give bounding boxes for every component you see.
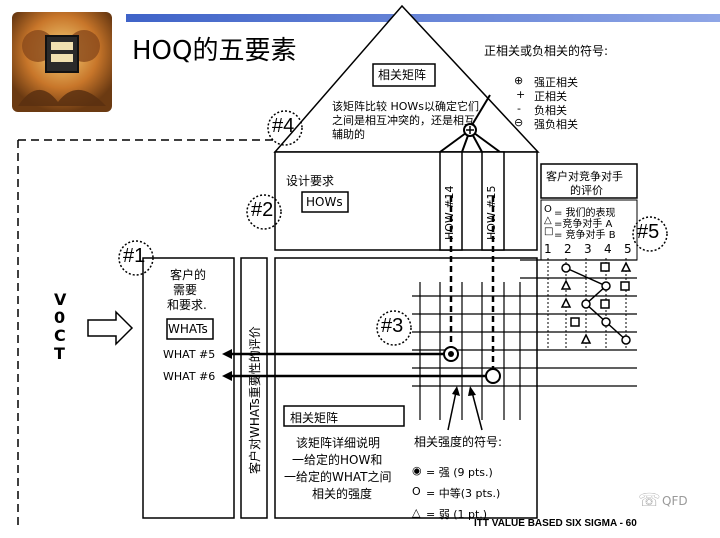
strength-symbols-title: 相关强度的符号: <box>414 435 503 449</box>
competitor-b-icon: □ <box>544 226 554 237</box>
competitive-legend-box <box>540 199 638 261</box>
marker-3: #3 <box>381 315 404 337</box>
roof-box-label: 相关矩阵 <box>378 68 427 82</box>
positive-label: 正相关 <box>534 90 567 103</box>
matrix-grid-horizontal <box>412 259 637 387</box>
how-15-label: HOW #15 <box>485 185 498 240</box>
marker-1-ring <box>118 240 154 276</box>
relationship-desc-line3: 一给定的WHAT之间 <box>284 470 392 484</box>
competitor-a-icon: △ <box>544 215 552 226</box>
customer-needs-line3: 和要求. <box>167 298 207 312</box>
what-6-label: WHAT #6 <box>163 370 216 383</box>
competitive-label-line2: 的评价 <box>570 184 603 197</box>
watermark-text: QFD <box>662 494 688 508</box>
customer-requirements-box <box>142 257 235 519</box>
relationship-desc-line2: 一给定的HOW和 <box>292 453 383 467</box>
slide-title: HOQ的五要素 <box>132 36 297 66</box>
positive-icon: + <box>516 88 526 101</box>
roof-desc-line2: 之间是相互冲突的，还是相互 <box>332 114 475 127</box>
design-requirements-label: 设计要求 <box>286 174 335 188</box>
hows-label-box <box>301 191 349 213</box>
strong-positive-icon: ⊕ <box>514 74 524 87</box>
relationship-desc-line1: 该矩阵详细说明 <box>296 436 381 450</box>
marker-2-ring <box>246 194 282 230</box>
scale-3: 3 <box>584 242 592 256</box>
how-14-label: HOW #14 <box>443 185 456 240</box>
our-performance-icon: O <box>544 204 552 215</box>
relationship-desc-line4: 相关的强度 <box>312 487 373 501</box>
customer-needs-line1: 客户的 <box>170 268 207 282</box>
marker-3-ring <box>376 310 412 346</box>
relationship-label-box <box>283 405 405 427</box>
our-performance-label: = 我们的表现 <box>554 208 616 219</box>
marker-1: #1 <box>123 245 146 267</box>
relationship-box-label: 相关矩阵 <box>290 411 339 425</box>
weak-icon: △ <box>412 506 421 519</box>
strong-negative-icon: ⊖ <box>514 116 524 129</box>
scale-4: 4 <box>604 242 612 256</box>
hows-label: HOWs <box>306 195 343 209</box>
strong-negative-label: 强负相关 <box>534 118 578 131</box>
medium-relationship-mark <box>485 368 501 384</box>
correlation-symbols-title: 正相关或负相关的符号: <box>484 44 609 58</box>
competitive-label-box <box>540 163 638 199</box>
strong-icon: ◉ <box>412 464 422 477</box>
competitor-a-label: =竞争对手 A <box>554 219 613 230</box>
scale-1: 1 <box>544 242 552 256</box>
slide-footer: ITT VALUE BASED SIX SIGMA - 60 <box>474 518 637 529</box>
marker-4: #4 <box>272 115 295 137</box>
voc-letter-v: V <box>54 290 67 309</box>
what-5-label: WHAT #5 <box>163 348 216 361</box>
whats-label: WHATs <box>168 322 208 336</box>
medium-icon: O <box>412 485 421 498</box>
marker-5: #5 <box>637 221 660 243</box>
strong-label: = 强 (9 pts.) <box>426 466 493 479</box>
medium-label: = 中等(3 pts.) <box>426 487 501 500</box>
roof-label-box <box>372 63 436 87</box>
voc-letter-c: C <box>54 326 66 345</box>
watermark-icon: ☏ <box>638 490 661 511</box>
competitive-plot <box>560 261 632 345</box>
weak-label: = 弱 (1 pt.) <box>426 508 488 521</box>
scale-5: 5 <box>624 242 632 256</box>
customer-needs-line2: 需要 <box>173 283 198 297</box>
marker-4-ring <box>267 110 303 146</box>
voc-arrow-icon <box>87 310 134 346</box>
importance-column <box>240 257 268 519</box>
matrix-grid-vertical <box>419 282 521 420</box>
negative-icon: - <box>517 102 521 115</box>
negative-label: 负相关 <box>534 104 567 117</box>
voc-letter-t: T <box>54 344 65 363</box>
marker-5-ring <box>632 216 668 252</box>
competitive-label-line1: 客户对竞争对手 <box>546 170 623 183</box>
competitor-b-label: = 竞争对手 B <box>554 230 616 241</box>
strong-positive-label: 强正相关 <box>534 76 578 89</box>
whats-label-box <box>166 318 214 340</box>
marker-2: #2 <box>251 199 274 221</box>
voc-letter-o: 0 <box>54 308 66 327</box>
importance-label: 客户对WHATs重要性的评价 <box>248 326 262 474</box>
slide-logo-icon <box>12 12 112 112</box>
scale-2: 2 <box>564 242 572 256</box>
roof-desc-line3: 辅助的 <box>332 128 365 141</box>
roof-desc-line1: 该矩阵比较 HOWs以确定它们 <box>332 100 480 113</box>
title-bar-accent <box>126 14 720 22</box>
